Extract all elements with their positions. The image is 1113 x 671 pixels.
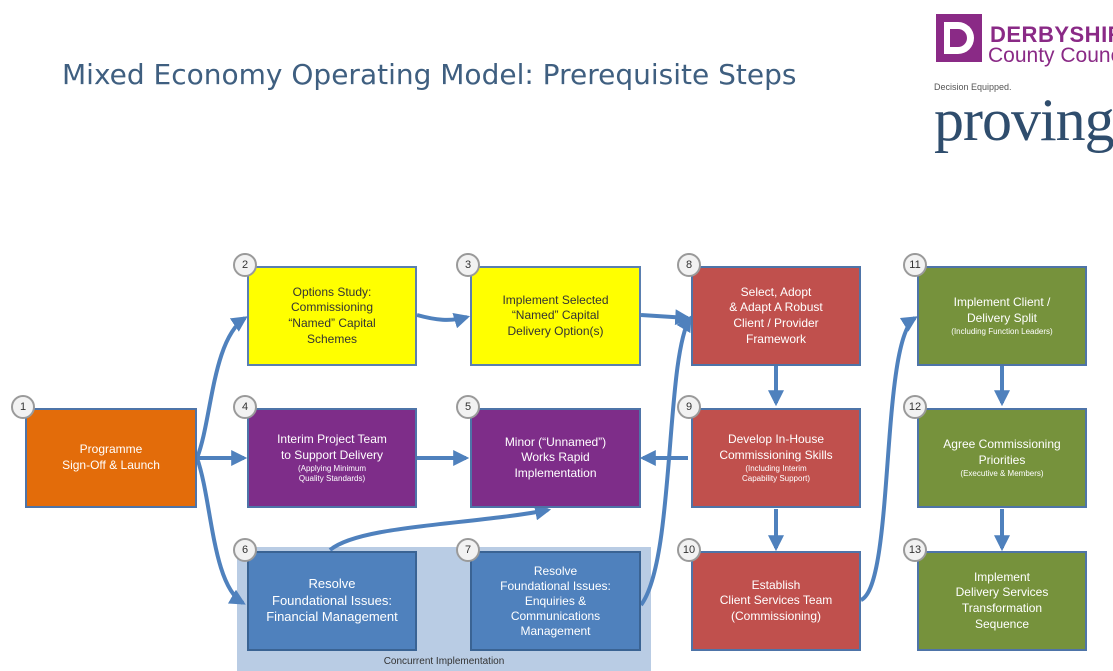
step-13-number: 13 xyxy=(903,538,927,562)
step-9-text: Develop In-House Commissioning Skills xyxy=(719,432,833,462)
step-9-subtext: (Including Interim Capability Support) xyxy=(741,463,811,483)
arrow-10-to-11 xyxy=(859,316,918,602)
step-5-number: 5 xyxy=(456,395,480,419)
step-4-number: 4 xyxy=(233,395,257,419)
step-2-box: Options Study: Commissioning “Named” Cap… xyxy=(247,266,417,366)
logo-line-county-council: County Council xyxy=(988,44,1113,67)
step-4-subtext: (Applying Minimum Quality Standards) xyxy=(297,463,367,483)
page-title: Mixed Economy Operating Model: Prerequis… xyxy=(62,58,797,91)
step-8-number: 8 xyxy=(677,253,701,277)
logo-line-derbyshire: DERBYSHIRE xyxy=(990,22,1113,47)
step-10-text: Establish Client Services Team (Commissi… xyxy=(719,577,833,623)
step-11-subtext: (Including Function Leaders) xyxy=(951,326,1053,336)
step-1-text: Programme Sign-Off & Launch xyxy=(62,442,160,472)
step-5-box: Minor (“Unnamed”) Works Rapid Implementa… xyxy=(470,408,641,508)
step-13-box: Implement Delivery Services Transformati… xyxy=(917,551,1087,651)
step-6-box: Resolve Foundational Issues: Financial M… xyxy=(247,551,417,651)
step-3-box: Implement Selected “Named” Capital Deliv… xyxy=(470,266,641,366)
step-8-box: Select, Adopt & Adapt A Robust Client / … xyxy=(691,266,861,366)
step-3-text: Implement Selected “Named” Capital Deliv… xyxy=(502,292,609,338)
council-logo: DERBYSHIRE County Council Decision Equip… xyxy=(932,10,1113,160)
step-11-text: Implement Client / Delivery Split xyxy=(953,295,1051,325)
step-7-text: Resolve Foundational Issues: Enquiries &… xyxy=(500,563,611,638)
concurrent-band-label: Concurrent Implementation xyxy=(383,656,505,667)
logo-line-tagline: Decision Equipped. xyxy=(934,82,1012,92)
step-4-text: Interim Project Team to Support Delivery xyxy=(277,432,387,462)
step-12-box: Agree Commissioning Priorities (Executiv… xyxy=(917,408,1087,508)
arrow-1-to-2 xyxy=(195,316,248,459)
step-4-box: Interim Project Team to Support Delivery… xyxy=(247,408,417,508)
step-8-text: Select, Adopt & Adapt A Robust Client / … xyxy=(729,284,823,346)
step-12-text: Agree Commissioning Priorities xyxy=(943,437,1061,467)
arrow-3-to-8 xyxy=(640,309,692,326)
arrow-6-to-5 xyxy=(328,504,552,552)
logo-line-proving: proving xyxy=(934,87,1113,153)
step-11-number: 11 xyxy=(903,253,927,277)
step-1-number: 1 xyxy=(11,395,35,419)
step-3-number: 3 xyxy=(456,253,480,277)
step-7-number: 7 xyxy=(456,538,480,562)
derbyshire-d-logo-icon xyxy=(936,14,982,62)
step-10-number: 10 xyxy=(677,538,701,562)
step-12-subtext: (Executive & Members) xyxy=(960,468,1044,478)
step-9-number: 9 xyxy=(677,395,701,419)
arrow-1-to-6 xyxy=(195,457,246,605)
step-7-box: Resolve Foundational Issues: Enquiries &… xyxy=(470,551,641,651)
step-1-box: Programme Sign-Off & Launch xyxy=(25,408,197,508)
step-9-box: Develop In-House Commissioning Skills (I… xyxy=(691,408,861,508)
step-13-text: Implement Delivery Services Transformati… xyxy=(955,569,1049,631)
arrow-2-to-3 xyxy=(416,312,471,329)
step-12-number: 12 xyxy=(903,395,927,419)
step-6-text: Resolve Foundational Issues: Financial M… xyxy=(266,575,398,625)
step-2-text: Options Study: Commissioning “Named” Cap… xyxy=(288,284,376,346)
step-6-number: 6 xyxy=(233,538,257,562)
arrow-7-to-8 xyxy=(639,315,692,607)
step-2-number: 2 xyxy=(233,253,257,277)
step-11-box: Implement Client / Delivery Split (Inclu… xyxy=(917,266,1087,366)
step-5-text: Minor (“Unnamed”) Works Rapid Implementa… xyxy=(504,434,607,480)
step-10-box: Establish Client Services Team (Commissi… xyxy=(691,551,861,651)
